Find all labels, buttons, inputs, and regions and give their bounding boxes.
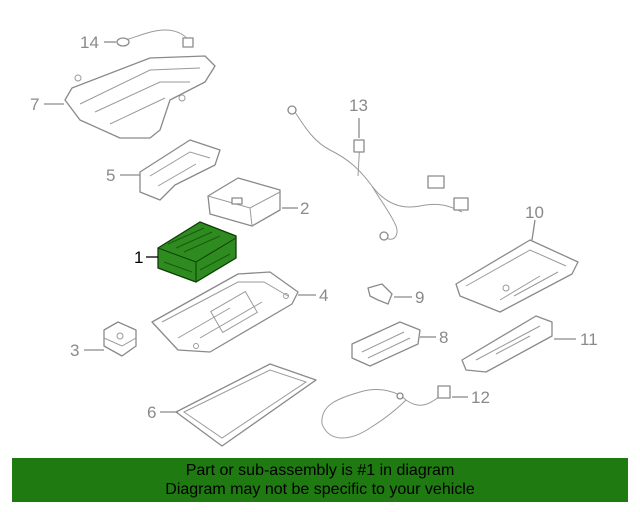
- part-3-clip: [103, 321, 137, 357]
- callout-4: 4: [319, 286, 328, 305]
- callout-7: 7: [30, 95, 39, 114]
- parts-diagram: 14 7 5 2 1: [30, 29, 598, 447]
- banner-line-1: Part or sub-assembly is #1 in diagram: [185, 462, 455, 479]
- callout-8: 8: [439, 328, 448, 347]
- callout-3: 3: [70, 341, 79, 360]
- part-13-wiring-harness: [287, 105, 469, 241]
- part-8-connector: [351, 321, 421, 367]
- part-11-rail: [461, 315, 553, 373]
- part-7-tray: [64, 55, 216, 139]
- leader-10: [531, 219, 536, 241]
- part-4-battery-tray: [151, 271, 299, 353]
- part-2-module: [207, 177, 281, 227]
- callout-1: 1: [134, 248, 143, 267]
- part-9-hook: [367, 283, 393, 305]
- callout-13: 13: [349, 96, 368, 115]
- part-12-cable-loop: [321, 385, 451, 439]
- callout-10: 10: [525, 203, 544, 222]
- part-10-tray-housing: [455, 239, 579, 313]
- callout-2: 2: [300, 199, 309, 218]
- callout-5: 5: [106, 166, 115, 185]
- callout-14: 14: [80, 33, 99, 52]
- callout-12: 12: [471, 388, 490, 407]
- callout-6: 6: [147, 403, 156, 422]
- part-1-control-module: [157, 221, 237, 283]
- callout-9: 9: [415, 288, 424, 307]
- callout-11: 11: [580, 330, 598, 349]
- part-6-frame: [175, 363, 317, 447]
- fitment-banner: Part or sub-assembly is #1 in diagram Di…: [12, 458, 628, 502]
- part-5-bracket: [139, 139, 221, 201]
- part-14-cable: [116, 29, 194, 48]
- banner-line-2: Diagram may not be specific to your vehi…: [165, 481, 475, 498]
